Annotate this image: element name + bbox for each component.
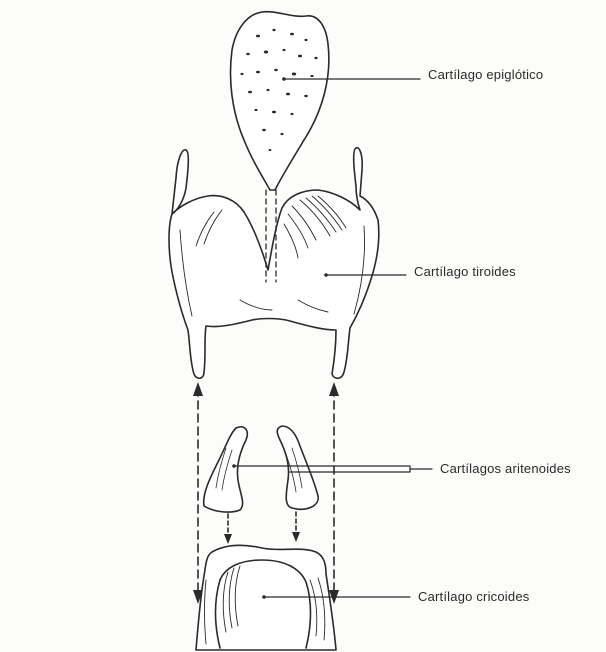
- label-thyroid-cartilage: Cartílago tiroides: [414, 264, 516, 279]
- arytenoid-cartilages: [204, 426, 319, 512]
- label-epiglottic-cartilage: Cartílago epiglótico: [428, 67, 543, 82]
- right-dashed-arrow: [329, 382, 339, 604]
- epiglottic-cartilage: [231, 12, 329, 190]
- arytenoid-to-cricoid-arrows: [224, 512, 300, 544]
- left-dashed-arrow: [193, 382, 203, 604]
- cricoid-cartilage: [196, 545, 336, 650]
- label-arytenoid-cartilages: Cartílagos aritenoides: [440, 461, 571, 476]
- leader-arytenoid: [234, 466, 410, 472]
- label-cricoid-cartilage: Cartílago cricoides: [418, 589, 529, 604]
- arytenoid-left: [204, 427, 248, 512]
